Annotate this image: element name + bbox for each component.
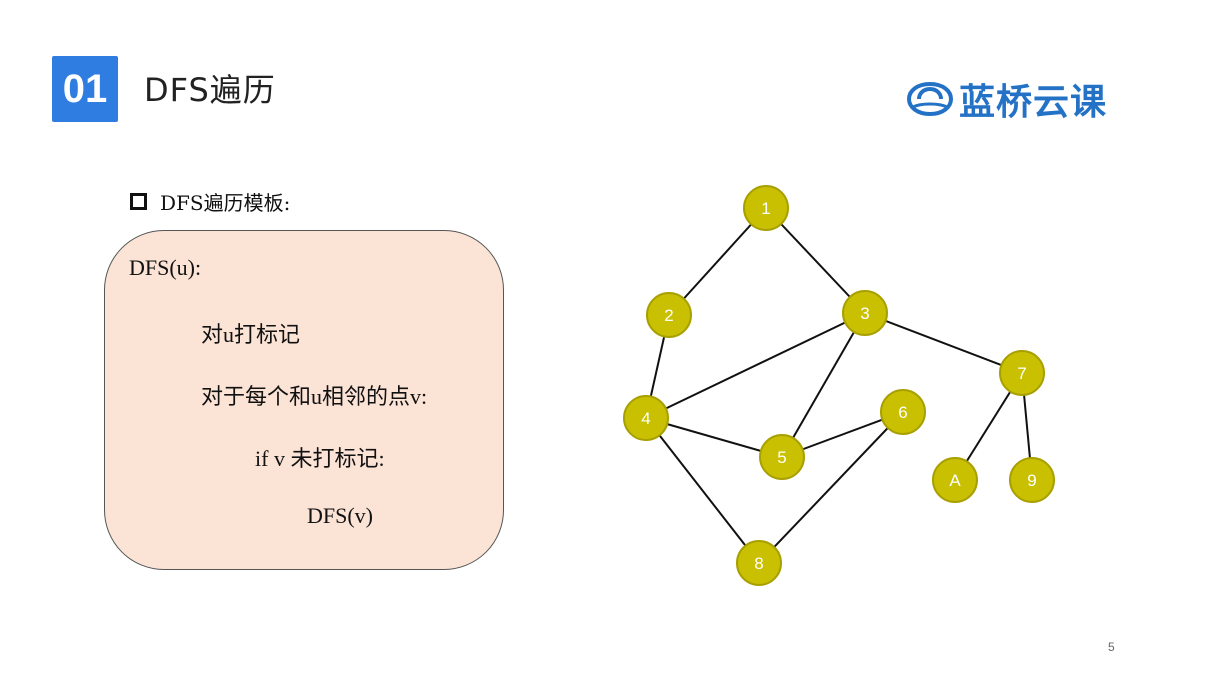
code-line-3: 对于每个和u相邻的点v: <box>201 384 428 409</box>
brand-name: 蓝桥云课 <box>959 82 1108 123</box>
graph-node-circle <box>743 185 789 231</box>
code-line-2: 对u打标记 <box>201 322 301 347</box>
section-heading: DFS遍历模板: <box>130 186 290 216</box>
code-line-1: DFS(u): <box>129 255 202 280</box>
graph-node-label: 3 <box>860 304 869 323</box>
graph-node-circle <box>646 292 692 338</box>
brand-logo: 蓝桥云课 <box>905 79 1107 123</box>
graph-edge-3-4 <box>645 312 866 419</box>
graph-node-label: 5 <box>777 448 786 467</box>
graph-edge-1-2 <box>668 207 767 316</box>
graph-edge-6-8 <box>758 411 904 564</box>
graph-node-9: 9 <box>1009 457 1055 503</box>
graph-node-1: 1 <box>743 185 789 231</box>
graph-edge-1-3 <box>765 207 866 314</box>
square-bullet-icon <box>130 192 147 210</box>
graph-edge-4-5 <box>645 417 783 458</box>
graph-node-label: 9 <box>1027 471 1036 490</box>
graph-node-3: 3 <box>842 290 888 336</box>
graph-node-circle <box>736 540 782 586</box>
graph-node-label: 8 <box>754 554 763 573</box>
graph-node-circle <box>842 290 888 336</box>
graph-edge-4-8 <box>645 417 760 564</box>
graph-node-4: 4 <box>623 395 669 441</box>
graph-node-circle <box>623 395 669 441</box>
graph-diagram: 1 2 3 4 5 6 7 8 A 9 <box>623 185 1055 586</box>
graph-edge-3-5 <box>781 312 866 458</box>
graph-node-5: 5 <box>759 434 805 480</box>
graph-node-label: 4 <box>641 409 650 428</box>
section-heading-text: DFS遍历模板: <box>160 190 291 215</box>
dfs-template-box: DFS(u): 对u打标记 对于每个和u相邻的点v: if v 未打标记: DF… <box>104 230 504 570</box>
graph-node-label: 7 <box>1017 364 1026 383</box>
graph-node-label: 6 <box>898 403 907 422</box>
graph-node-circle <box>759 434 805 480</box>
section-number-badge: 01 <box>52 56 118 122</box>
slide-title: DFS遍历 <box>144 71 276 109</box>
graph-node-7: 7 <box>999 350 1045 396</box>
graph-node-6: 6 <box>880 389 926 435</box>
code-line-5: DFS(v) <box>307 503 374 528</box>
graph-node-label: 1 <box>761 199 770 218</box>
graph-node-circle <box>880 389 926 435</box>
lanqiao-logo-icon <box>906 81 954 117</box>
page-number: 5 <box>1108 640 1115 654</box>
code-line-4: if v 未打标记: <box>255 446 385 471</box>
graph-node-circle <box>999 350 1045 396</box>
graph-node-circle <box>932 457 978 503</box>
graph-node-2: 2 <box>646 292 692 338</box>
graph-node-A: A <box>932 457 978 503</box>
graph-node-label: A <box>949 471 961 490</box>
graph-edge-3-7 <box>864 312 1023 374</box>
graph-node-8: 8 <box>736 540 782 586</box>
graph-node-label: 2 <box>664 306 673 325</box>
graph-node-circle <box>1009 457 1055 503</box>
